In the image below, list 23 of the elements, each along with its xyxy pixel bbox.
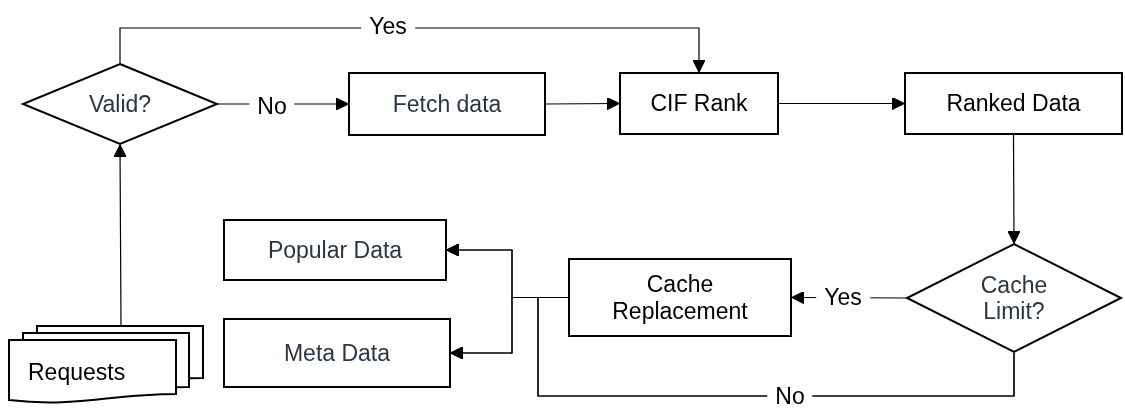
node-label: Requests [28,359,126,386]
arrow [1007,134,1021,244]
arrow [119,27,706,73]
process-box [619,72,779,135]
node-label: Valid? [88,90,152,118]
process-box [348,72,546,136]
node-label: Popular Data [267,236,403,264]
node-label: Cache Replacement [611,271,749,324]
process-box [904,72,1123,135]
process-box [568,258,792,337]
process-box [223,219,447,281]
arrow [545,97,620,111]
arrow [113,144,127,326]
node-label: Ranked Data [946,90,1081,117]
node-label: Meta Data [283,339,391,367]
node-label: Fetch data [392,90,502,118]
arrow [778,96,905,111]
node-label: CIF Rank [650,90,748,117]
decision-diamond [906,243,1122,353]
node-label: Cache Limit? [979,271,1049,325]
arrow [450,296,1015,397]
decision-diamond [22,63,218,145]
process-box [223,318,451,388]
